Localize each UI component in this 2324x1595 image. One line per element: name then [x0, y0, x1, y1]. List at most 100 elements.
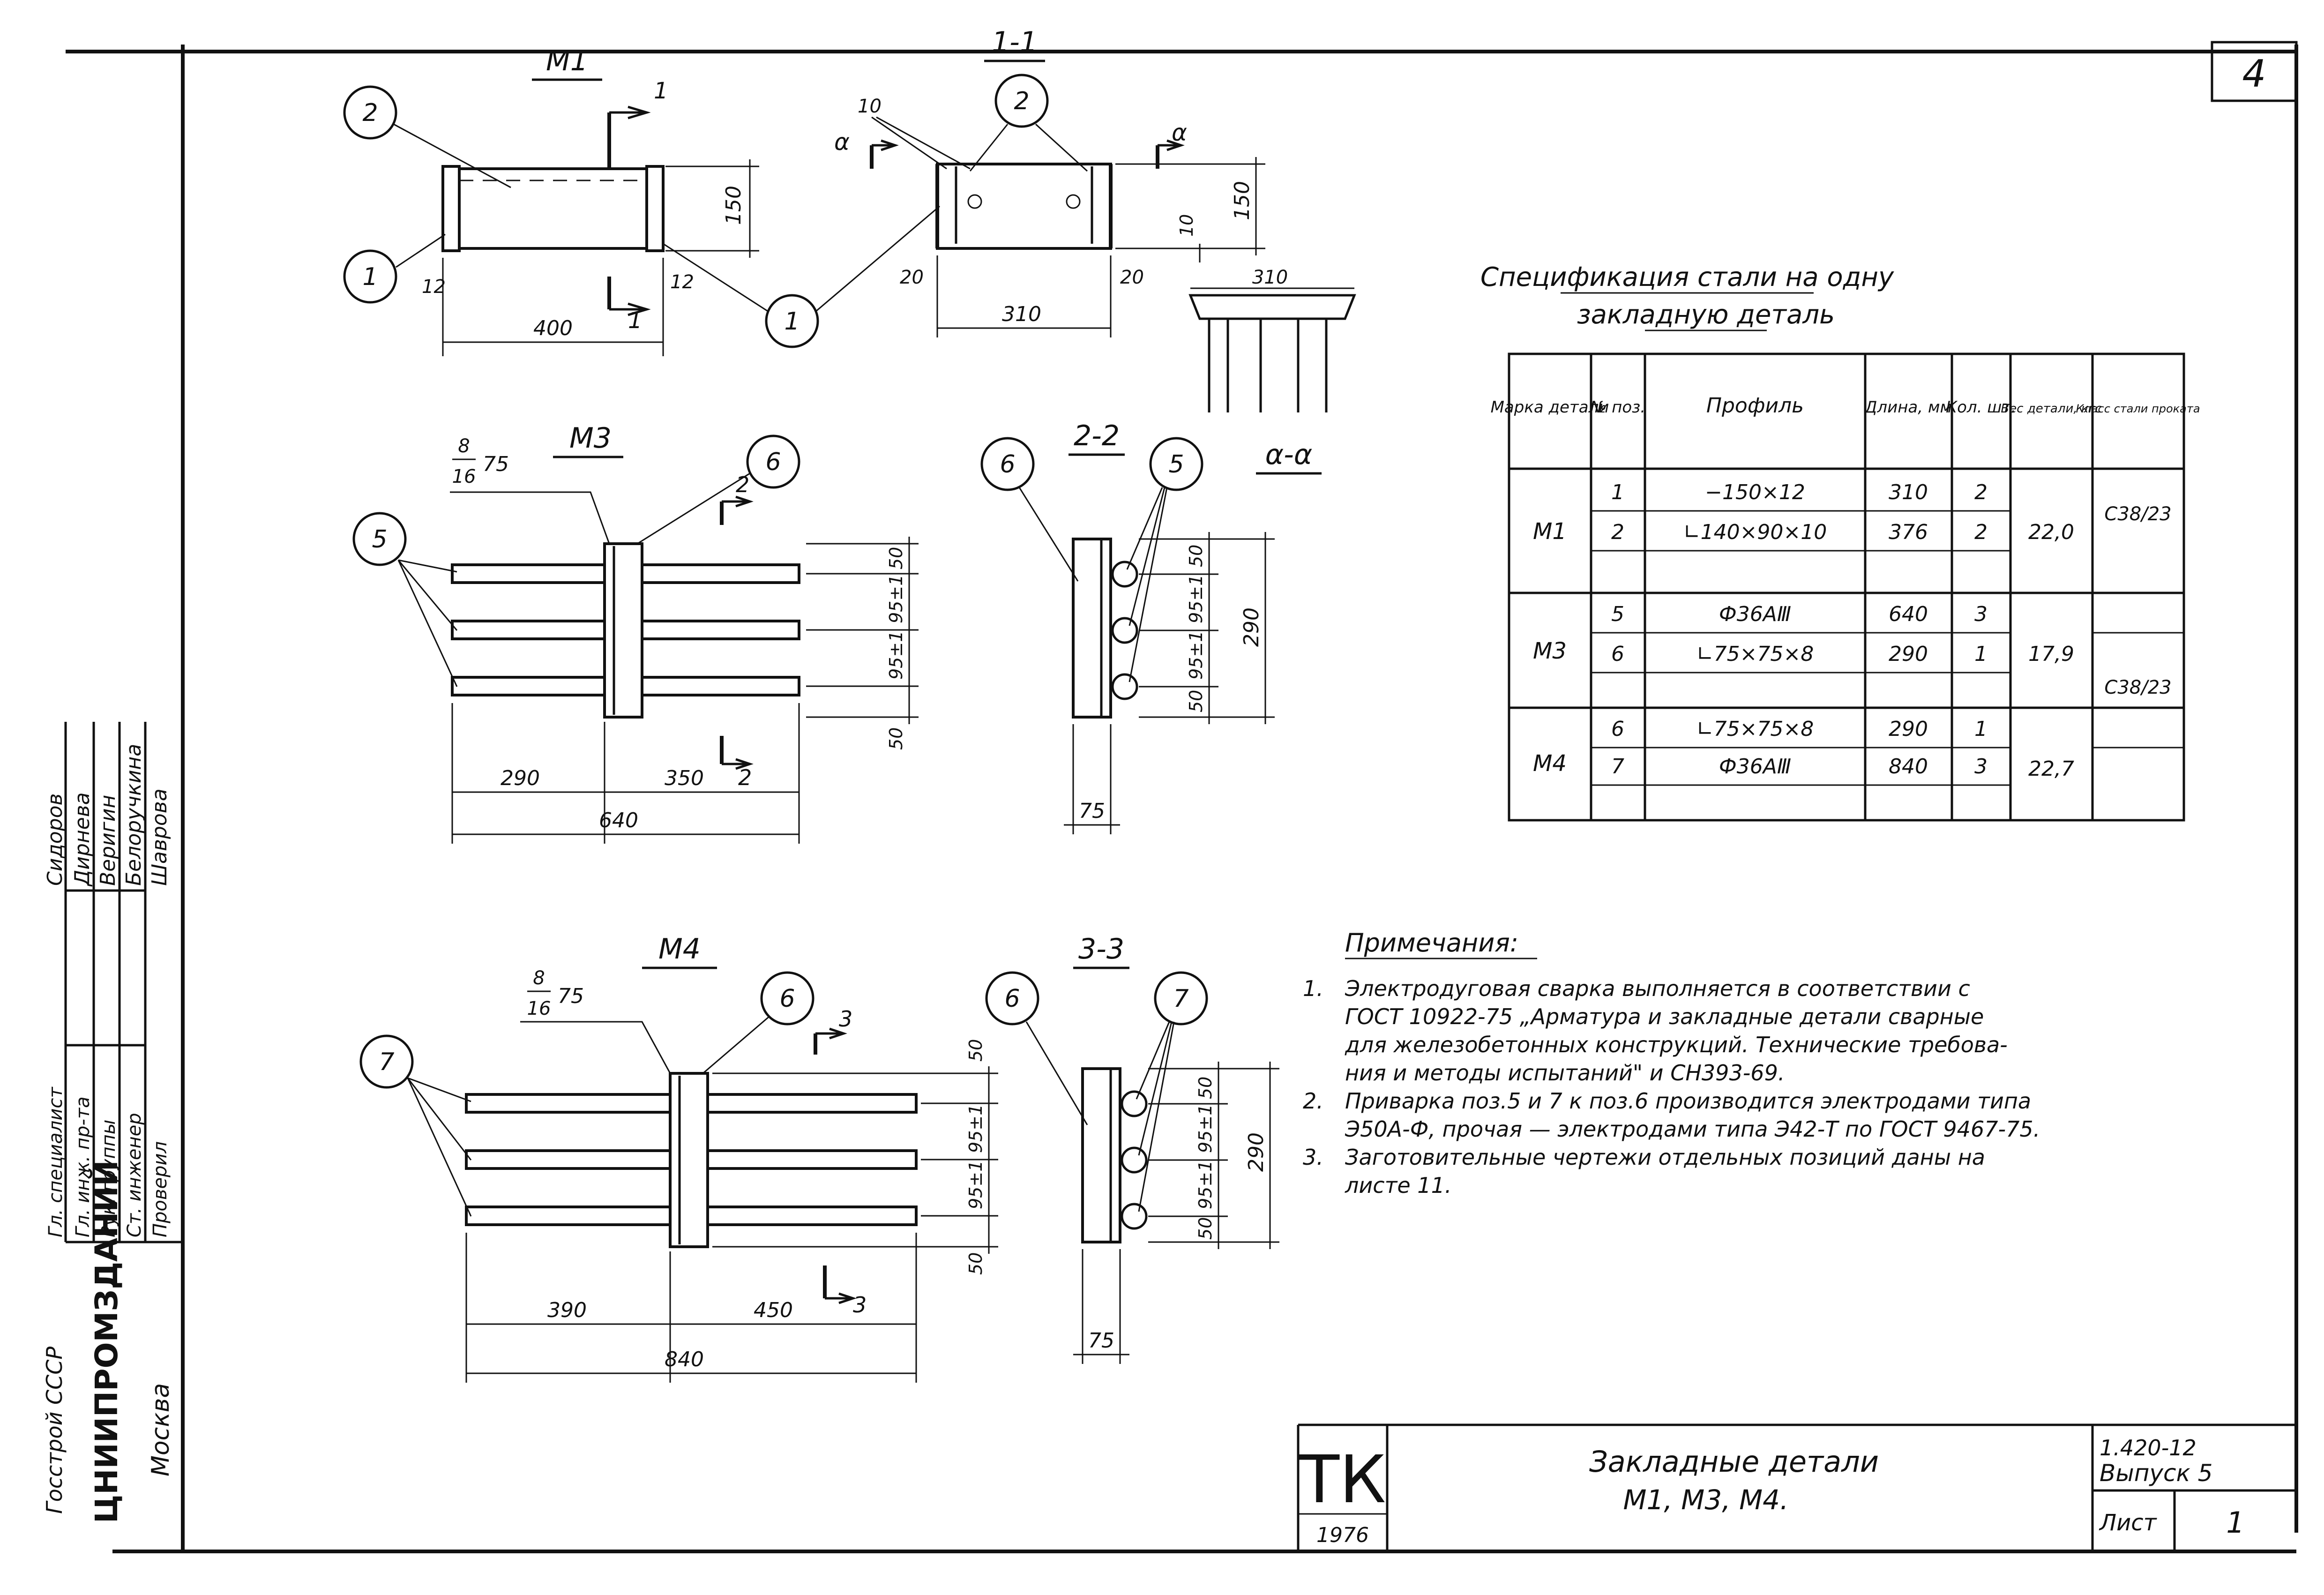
s11-dim-10: 10: [858, 96, 882, 117]
m4-weld-den: 16: [527, 998, 551, 1019]
spec-m3-steel: С38/23: [2104, 677, 2171, 698]
s11-dim-310: 310: [1002, 302, 1041, 326]
m3-dim-95a: 95±1: [886, 575, 906, 623]
s11-callout-1: [765, 294, 819, 348]
spec-table: Спецификация стали на одну закладную дет…: [1480, 262, 2200, 822]
note-2-num: 2.: [1303, 1088, 1323, 1114]
note-3-line2: листе 11.: [1345, 1173, 1451, 1198]
s11-callout-2: [994, 74, 1049, 128]
spec-m1-qty1: 2: [1974, 480, 1988, 504]
title-issue: Выпуск 5: [2100, 1460, 2212, 1487]
s11-dim-150: 150: [1230, 181, 1254, 220]
m3-dim-290: 290: [501, 766, 540, 790]
s33-dim-50b: 50: [1195, 1217, 1216, 1240]
spec-header-profile: Профиль: [1706, 394, 1804, 418]
section-3-3: 3-3 6 7 50 95±1 95±1 50 290 75: [985, 933, 1279, 1364]
m3-weld-num: 8: [458, 435, 470, 457]
s22-angle: [1072, 538, 1112, 719]
spec-m1-profile2: ∟140×90×10: [1683, 520, 1827, 544]
m4-elevation: М4 8 16 75 6 7 3 3 390 450 840: [359, 933, 998, 1383]
m4-dim-95b: 95±1: [965, 1161, 986, 1209]
spec-m3-qty1: 3: [1974, 602, 1988, 626]
m1-title: М1: [546, 45, 588, 77]
stamp-role-3: Ст. инженер: [124, 1113, 145, 1237]
spec-m1-length2: 376: [1889, 520, 1928, 544]
s33-bar-2: [1121, 1146, 1148, 1174]
s22-dim-290: 290: [1240, 607, 1263, 647]
note-1-num: 1.: [1303, 976, 1323, 1001]
sheet-number-box: [2211, 41, 2298, 102]
m4-dim-840: 840: [665, 1348, 704, 1371]
m4-dim-450: 450: [754, 1298, 793, 1322]
m3-weld-len: 75: [483, 452, 509, 476]
spec-m3-profile1: Ф36АⅢ: [1719, 602, 1791, 626]
m1-callout-2: [343, 85, 397, 140]
spec-m3-pos1: 5: [1611, 602, 1624, 626]
s33-angle: [1081, 1067, 1121, 1243]
spec-m4-length2: 840: [1889, 755, 1928, 779]
m3-dim-50a: 50: [886, 547, 906, 569]
stamp-name-3: Белоручкина: [122, 744, 146, 886]
m3-callout-6-text: 6: [765, 448, 781, 476]
m1-dim-12b: 12: [670, 271, 694, 293]
s33-title: 3-3: [1078, 933, 1124, 966]
aa-dim-310: 310: [1252, 267, 1288, 288]
note-1-line3: для железобетонных конструкций. Техничес…: [1345, 1032, 2008, 1057]
m1-section-bottom: 1: [628, 307, 643, 334]
stamp-name-0: Сидоров: [43, 794, 67, 886]
s22-bar-3: [1111, 673, 1138, 700]
s22-callout-5: [1149, 437, 1203, 491]
s11-cut-right: α: [1172, 119, 1187, 146]
m1-dim-400: 400: [533, 316, 573, 340]
spec-m1-pos2: 2: [1611, 520, 1624, 544]
sheet-number: 4: [2242, 52, 2266, 96]
m3-dim-95b: 95±1: [886, 631, 906, 680]
spec-m3-mark: М3: [1533, 638, 1567, 664]
stamp-role-1: Гл. инж. пр-та: [72, 1096, 94, 1237]
m3-callout-5-text: 5: [372, 525, 387, 554]
m3-dim-350: 350: [665, 766, 704, 790]
spec-header-length: Длина, мм: [1864, 398, 1952, 417]
spec-m3-profile2: ∟75×75×8: [1696, 642, 1814, 666]
s33-bar-1: [1121, 1090, 1148, 1117]
m1-plate-left: [441, 165, 461, 252]
s11-body: [936, 163, 1112, 250]
s11-dim-10b: 10: [1176, 214, 1197, 237]
m4-section-bottom: 3: [853, 1292, 867, 1318]
spec-m3-length1: 640: [1889, 602, 1928, 626]
section-2-2: 2-2 α-α 6 5 50 95±1 95±1 50 290 75: [980, 419, 1322, 834]
stamp-org-top: Госстрой СССР: [42, 1347, 67, 1514]
note-1-line1: Электродуговая сварка выполняется в соот…: [1345, 976, 1970, 1001]
s11-title: 1-1: [992, 26, 1038, 59]
note-3-line1: Заготовительные чертежи отдельных позици…: [1345, 1145, 1985, 1170]
m4-callout-7: [359, 1034, 414, 1089]
title-block: ТК 1976 Закладные детали М1, М3, М4. 1.4…: [1297, 1423, 2296, 1551]
spec-m1-qty2: 2: [1974, 520, 1988, 544]
m4-dim-95a: 95±1: [965, 1104, 986, 1153]
spec-header-weight: Вес детали, кгс: [2001, 402, 2101, 416]
note-1-line2: ГОСТ 10922-75 „Арматура и закладные дета…: [1345, 1004, 1984, 1029]
title-logo: ТК: [1299, 1442, 1386, 1518]
stamp-name-2: Веригин: [96, 795, 120, 886]
s11-dim-20a: 20: [900, 267, 924, 288]
m3-elevation: М3 8 16 75 6 5 2 2 290 350 640: [352, 422, 919, 844]
spec-m1-length1: 310: [1889, 480, 1928, 504]
m4-title: М4: [658, 933, 701, 966]
s22-callout-6-text: 6: [1000, 450, 1015, 479]
title-sheet-no: 1: [2226, 1505, 2244, 1540]
spec-m3-weight: 17,9: [2028, 642, 2074, 666]
spec-m4-profile1: ∟75×75×8: [1696, 717, 1814, 741]
notes: Примечания: 1. Электродуговая сварка вып…: [1303, 928, 2040, 1198]
s11-cut-left: α: [834, 128, 850, 156]
title-line1: Закладные детали: [1589, 1445, 1879, 1479]
stamp-name-1: Дирнева: [70, 792, 94, 887]
m4-angle: [669, 1072, 709, 1248]
s33-bar-3: [1121, 1203, 1148, 1230]
section-a-a-view: 310: [1188, 267, 1356, 412]
m4-callout-6: [760, 971, 815, 1026]
note-2-line1: Приварка поз.5 и 7 к поз.6 производится …: [1345, 1088, 2031, 1114]
spec-m3-pos2: 6: [1611, 642, 1624, 666]
m3-title: М3: [569, 422, 612, 455]
s33-callout-6: [985, 971, 1039, 1026]
